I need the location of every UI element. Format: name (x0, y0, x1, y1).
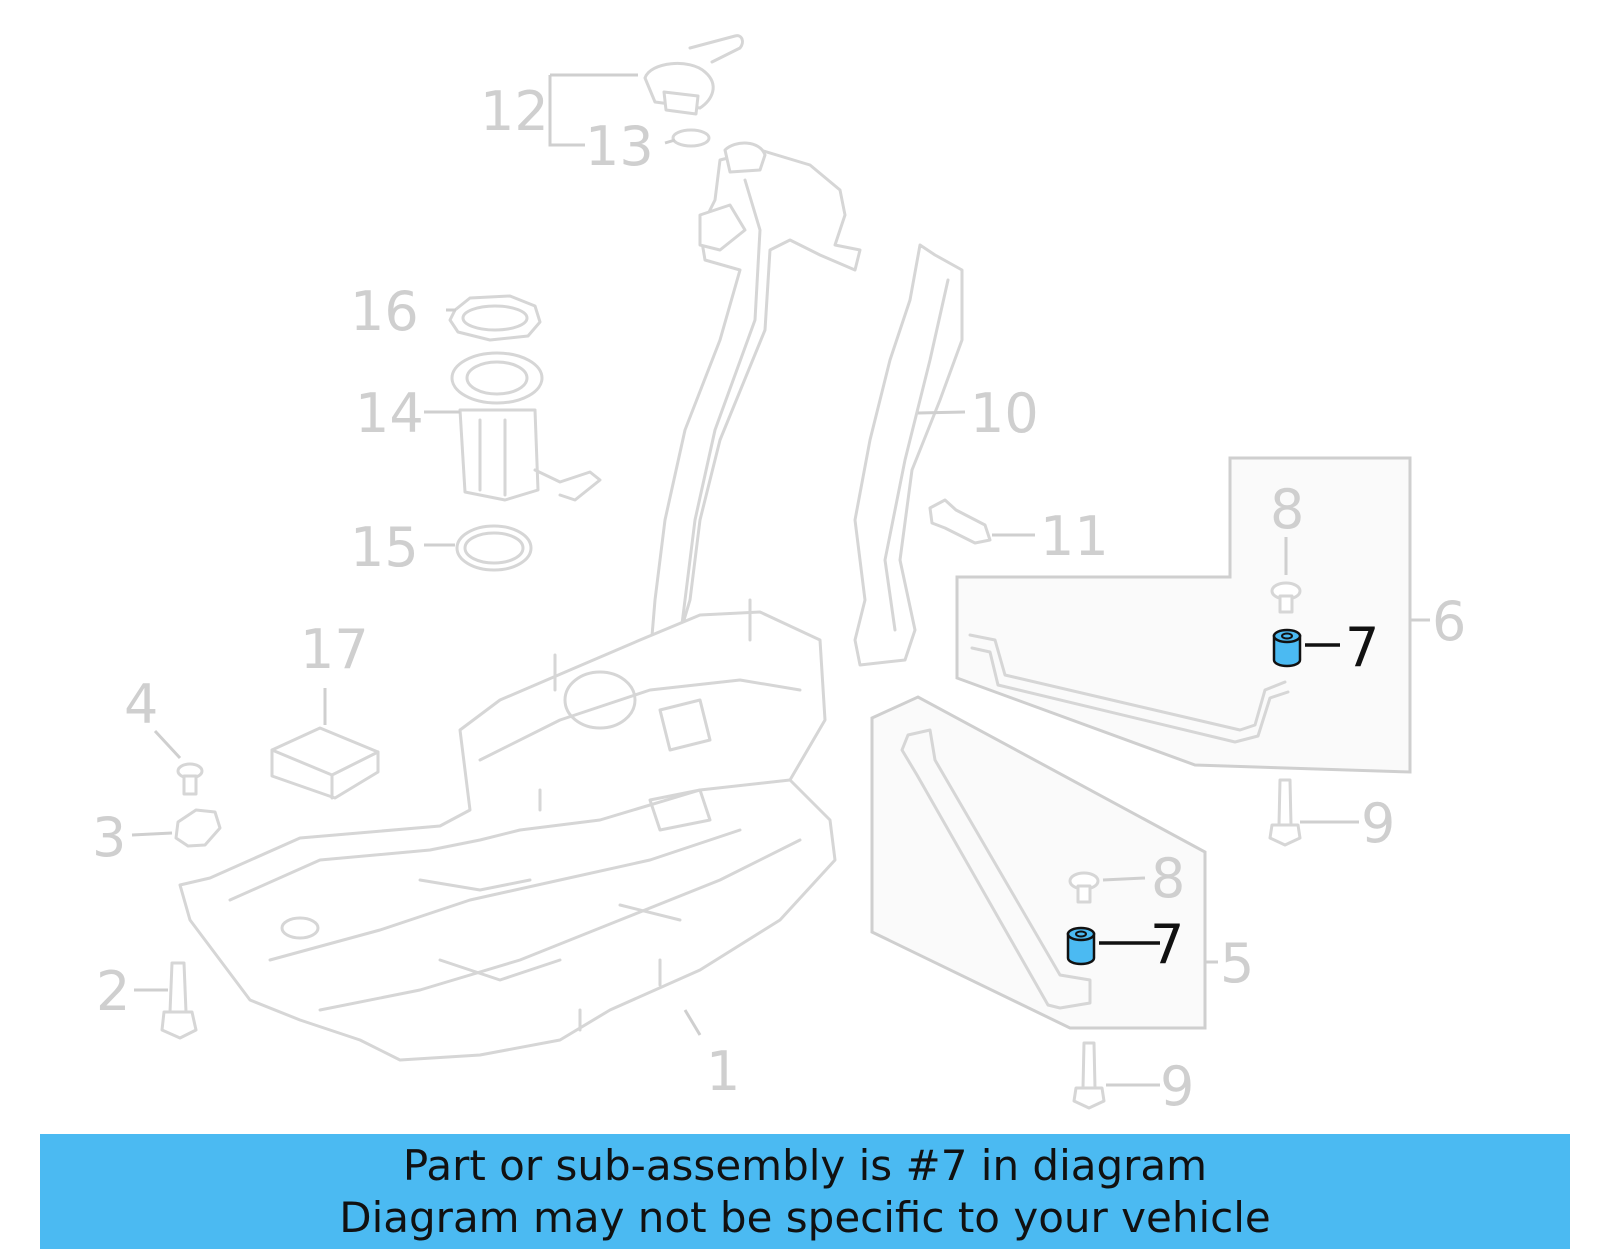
callout-15: 15 (350, 516, 419, 579)
callout-8-lower: 8 (1151, 847, 1185, 910)
clip-bolt-part (176, 762, 204, 796)
callout-3: 3 (92, 806, 126, 869)
callout-1: 1 (706, 1040, 740, 1103)
tank-bolt-part (160, 961, 198, 1040)
callout-9-upper: 9 (1361, 792, 1395, 855)
lower-bolt-9-part (1072, 1041, 1106, 1110)
callout-7-lower: 7 (1150, 913, 1184, 976)
heat-shield-part (853, 243, 964, 667)
banner-line-1: Part or sub-assembly is #7 in diagram (402, 1140, 1208, 1190)
callout-8-upper: 8 (1270, 478, 1304, 541)
filler-neck-part (648, 141, 862, 662)
callout-12: 12 (480, 80, 549, 143)
stud-part (928, 498, 992, 545)
pump-seal-part (455, 524, 533, 572)
callout-4: 4 (124, 673, 158, 736)
callout-2: 2 (96, 960, 130, 1023)
fuel-tank-part (178, 598, 837, 1062)
tank-strap-5-part (900, 728, 1092, 1010)
fuel-pump-part (450, 351, 602, 502)
lower-bolt-8-part (1068, 871, 1100, 904)
upper-bushing-7-part (1272, 628, 1302, 668)
callout-11: 11 (1040, 505, 1109, 568)
tank-strap-6-part (968, 633, 1287, 732)
callout-14: 14 (355, 382, 424, 445)
callout-10: 10 (970, 382, 1039, 445)
subassembly-5-panel (870, 695, 1207, 1030)
callout-7-upper: 7 (1345, 616, 1379, 679)
callout-6: 6 (1432, 590, 1466, 653)
leader-lines (131, 73, 1430, 1087)
info-banner: Part or sub-assembly is #7 in diagram Di… (40, 1134, 1570, 1249)
callout-16: 16 (350, 280, 419, 343)
pad-part (174, 808, 222, 848)
callout-9-lower: 9 (1160, 1055, 1194, 1118)
upper-bolt-8-part (1270, 581, 1302, 614)
upper-bolt-9-part (1268, 778, 1302, 847)
lower-bushing-7-part (1066, 926, 1096, 966)
filler-cap-part (643, 34, 744, 116)
callout-17: 17 (300, 618, 369, 681)
subassembly-6-panel (955, 456, 1412, 774)
lock-ring-part (448, 294, 542, 342)
control-module-part (270, 726, 380, 800)
callout-13: 13 (585, 115, 654, 178)
callout-5: 5 (1220, 932, 1254, 995)
banner-line-2: Diagram may not be specific to your vehi… (339, 1192, 1271, 1242)
seal-ring-part (671, 128, 711, 148)
